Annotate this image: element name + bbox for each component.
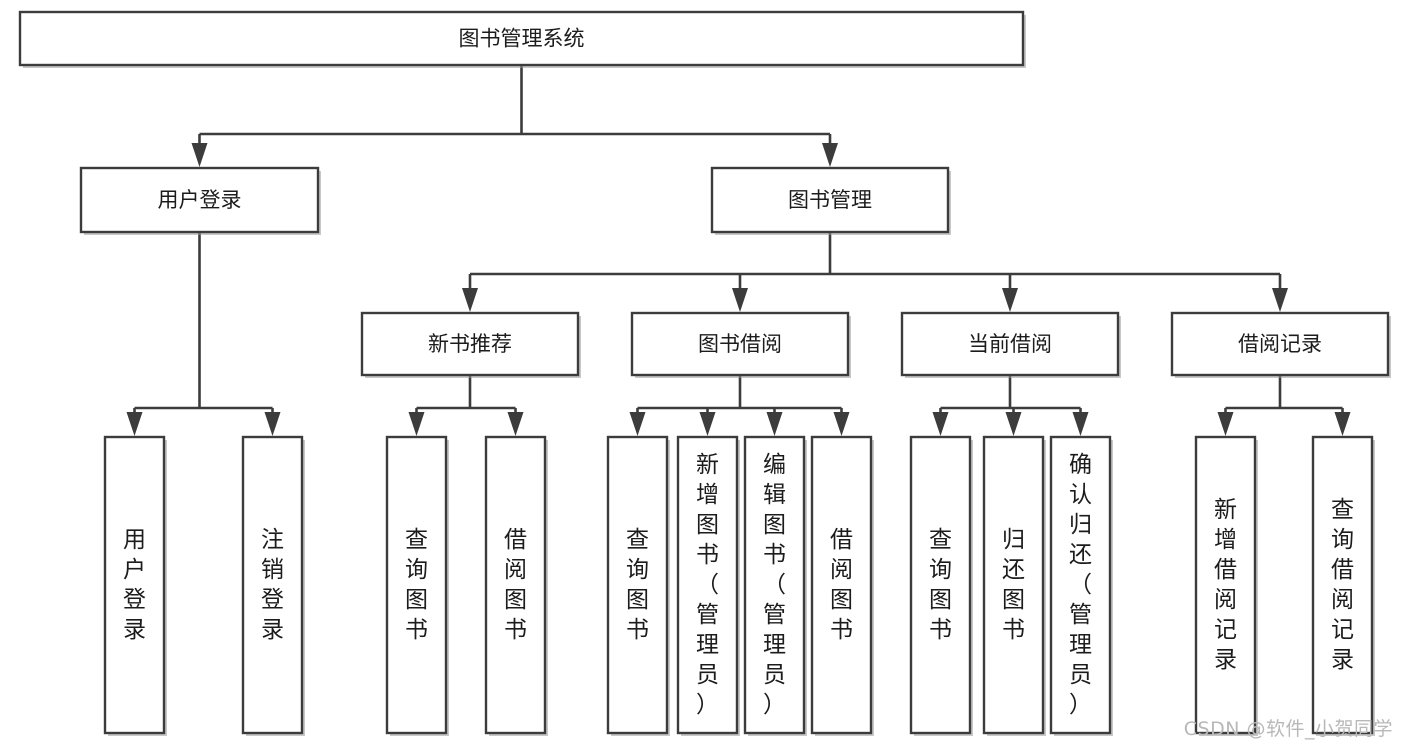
node-label: 查询图书 [405, 527, 428, 643]
node-book-borrow[interactable]: 图书借阅 [630, 311, 851, 378]
node-label: 注销登录 [261, 527, 284, 643]
node-label: 借阅记录 [1238, 332, 1322, 356]
arrow-head-icon [462, 288, 478, 312]
edge-group-book-manage [462, 232, 1288, 312]
node-box[interactable] [1170, 311, 1390, 377]
node-leaf-q-rec[interactable]: 查询借阅记录 [1311, 435, 1375, 736]
node-leaf-confirm[interactable]: 确认归还（管理员） [1049, 435, 1113, 736]
arrow-head-icon [264, 412, 281, 436]
node-box[interactable] [710, 166, 950, 234]
edge-group-book-borrow [629, 375, 850, 436]
node-leaf-add-book[interactable]: 新增图书（管理员） [676, 435, 740, 736]
node-root[interactable]: 图书管理系统 [18, 10, 1026, 68]
node-box[interactable] [900, 311, 1120, 377]
node-label: 确认归还（管理员） [1069, 452, 1092, 718]
node-box[interactable] [360, 311, 580, 377]
arrow-head-icon [932, 412, 949, 436]
arrow-head-icon [1002, 288, 1018, 312]
node-leaf-q-book-1[interactable]: 查询图书 [385, 435, 449, 736]
node-user-login[interactable]: 用户登录 [79, 166, 321, 235]
arrow-head-icon [126, 412, 143, 436]
arrow-head-icon [191, 143, 208, 167]
arrow-head-icon [766, 412, 783, 436]
node-leaf-borrow-2[interactable]: 借阅图书 [810, 435, 874, 736]
node-label: 新增图书（管理员） [696, 452, 719, 718]
arrow-head-icon [1005, 412, 1022, 436]
arrow-head-icon [1072, 412, 1089, 436]
arrow-head-icon [732, 288, 748, 312]
node-box[interactable] [484, 435, 547, 735]
node-label: 图书借阅 [698, 332, 782, 356]
arrow-head-icon [1217, 412, 1234, 436]
node-box[interactable] [1049, 435, 1112, 735]
node-leaf-q-book-3[interactable]: 查询图书 [909, 435, 973, 736]
node-book-manage[interactable]: 图书管理 [710, 166, 951, 235]
edge-group-borrow-record [1217, 375, 1351, 436]
arrow-head-icon [699, 412, 716, 436]
node-leaf-logout[interactable]: 注销登录 [241, 435, 305, 736]
node-leaf-user-login[interactable]: 用户登录 [103, 435, 167, 736]
node-leaf-add-rec[interactable]: 新增借阅记录 [1194, 435, 1258, 736]
arrow-head-icon [629, 412, 646, 436]
node-box[interactable] [743, 435, 806, 735]
node-box[interactable] [103, 435, 166, 735]
edge-group-new-book-rec [408, 375, 524, 436]
node-box[interactable] [1194, 435, 1257, 735]
node-label: 借阅图书 [504, 527, 527, 643]
arrow-head-icon [408, 412, 425, 436]
edge-group-current-borrow [932, 375, 1089, 436]
node-leaf-q-book-2[interactable]: 查询图书 [606, 435, 670, 736]
node-label: 查询图书 [626, 527, 649, 643]
edge-group-root [191, 65, 838, 167]
node-current-borrow[interactable]: 当前借阅 [900, 311, 1121, 378]
node-box[interactable] [909, 435, 972, 735]
edge-group-user-login [126, 232, 281, 436]
node-new-book-rec[interactable]: 新书推荐 [360, 311, 581, 378]
node-box[interactable] [810, 435, 873, 735]
node-label: 查询图书 [929, 527, 952, 643]
node-label: 图书管理 [788, 188, 872, 212]
node-box[interactable] [982, 435, 1045, 735]
node-label: 当前借阅 [968, 332, 1052, 356]
node-label: 查询借阅记录 [1331, 497, 1354, 673]
node-label: 用户登录 [158, 188, 242, 212]
node-borrow-record[interactable]: 借阅记录 [1170, 311, 1391, 378]
arrow-head-icon [822, 143, 838, 167]
arrow-head-icon [1272, 288, 1288, 312]
node-box[interactable] [1311, 435, 1374, 735]
edges-layer [126, 65, 1351, 436]
node-label: 新增借阅记录 [1214, 497, 1237, 673]
nodes-layer: 图书管理系统用户登录图书管理新书推荐图书借阅当前借阅借阅记录用户登录注销登录查询… [18, 10, 1391, 736]
node-box[interactable] [79, 166, 320, 234]
node-leaf-return[interactable]: 归还图书 [982, 435, 1046, 736]
node-leaf-edit-book[interactable]: 编辑图书（管理员） [743, 435, 807, 736]
node-label: 用户登录 [123, 527, 146, 643]
node-label: 编辑图书（管理员） [763, 452, 786, 718]
node-label: 图书管理系统 [459, 27, 585, 51]
node-box[interactable] [606, 435, 669, 735]
node-box[interactable] [630, 311, 850, 377]
node-leaf-borrow-1[interactable]: 借阅图书 [484, 435, 548, 736]
node-box[interactable] [385, 435, 448, 735]
node-label: 归还图书 [1002, 527, 1025, 643]
node-label: 新书推荐 [428, 332, 512, 356]
node-box[interactable] [241, 435, 304, 735]
arrow-head-icon [1334, 412, 1351, 436]
arrow-head-icon [833, 412, 850, 436]
arrow-head-icon [507, 412, 524, 436]
node-label: 借阅图书 [830, 527, 853, 643]
node-box[interactable] [18, 10, 1025, 67]
node-box[interactable] [676, 435, 739, 735]
